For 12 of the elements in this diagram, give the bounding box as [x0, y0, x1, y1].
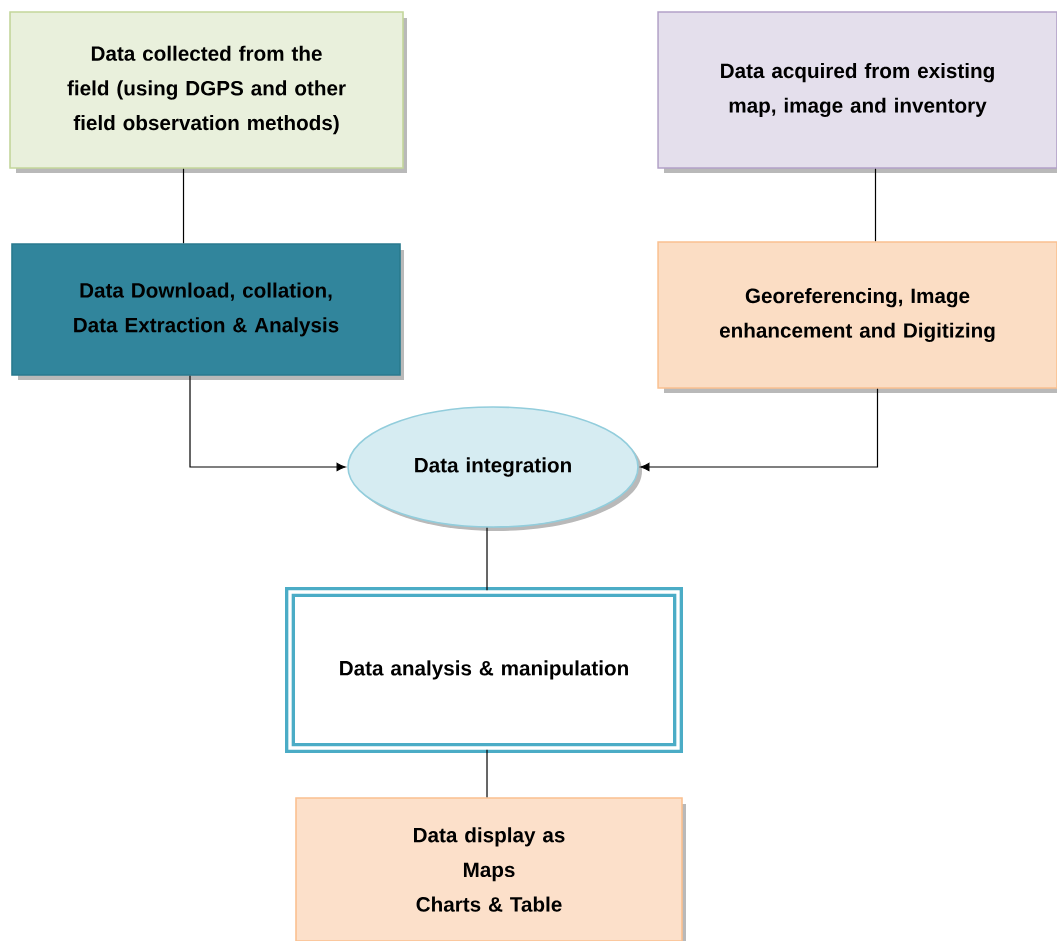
- connector-line: [486, 749, 488, 798]
- source-box: Data collected from the field (using DGPS and other field observation methods): [9, 11, 407, 173]
- connector-line: [486, 527, 488, 591]
- process-box: Data analysis & manipulation: [285, 587, 683, 753]
- connector-line: [874, 168, 877, 242]
- arrow: [189, 375, 346, 472]
- connector-line: [182, 168, 185, 244]
- process-box: Georeferencing, Image enhancement and Digitizing: [657, 241, 1057, 393]
- source-box: Data acquired from existing map, image and inventory: [657, 11, 1057, 173]
- output-box: Data display as Maps Charts & Table: [295, 797, 686, 941]
- arrow: [640, 388, 879, 472]
- process-box: Data Download, collation, Data Extraction & Analysis: [11, 243, 404, 380]
